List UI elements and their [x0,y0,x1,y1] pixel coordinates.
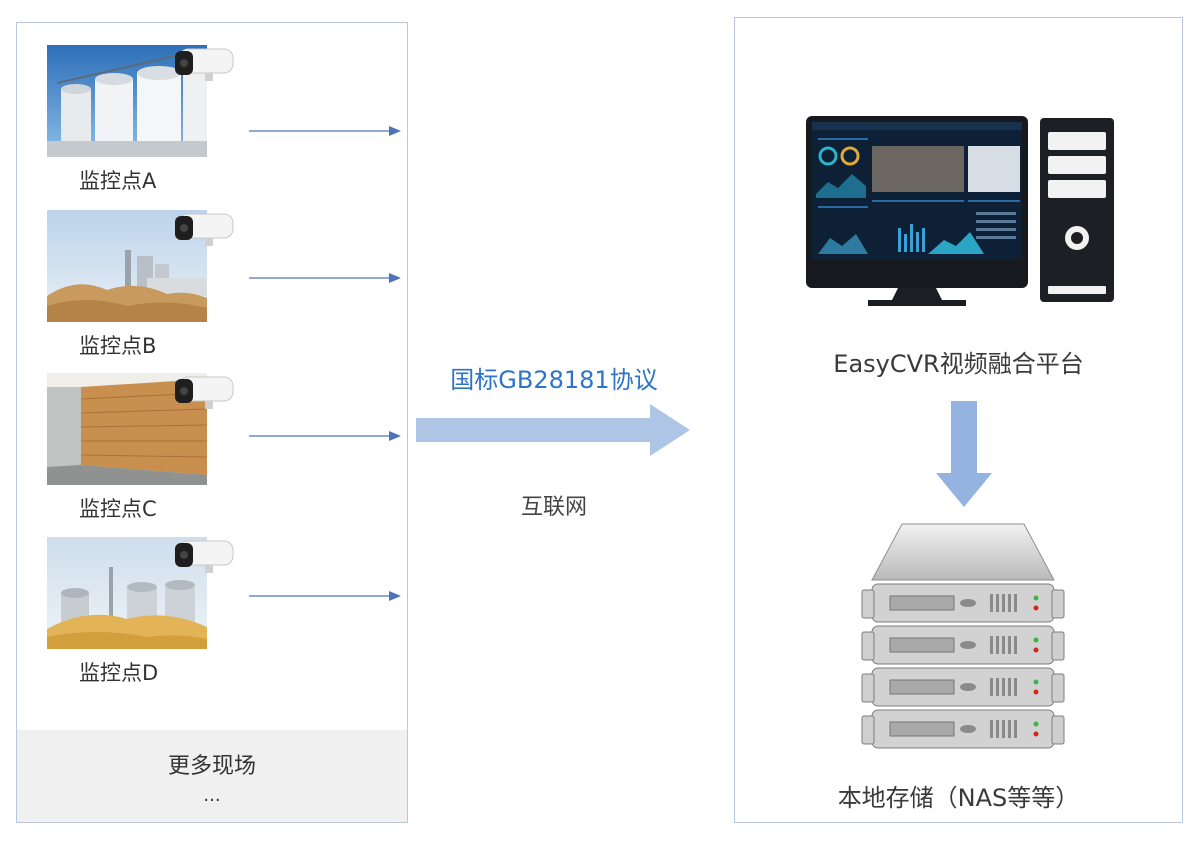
site-a: 监控点A [47,45,237,193]
network-label: 互联网 [520,495,587,520]
site-c: 监控点C [47,373,237,521]
computer-icon [806,116,1114,306]
server-icon [861,523,1065,749]
platform-label: EasyCVR视频融合平台 [833,350,1084,378]
site-b-label: 监控点B [79,334,157,358]
site-d-connector-arrow [249,591,401,601]
more-sites-box: 更多现场 ... [17,730,407,822]
transmission-arrow [416,404,690,456]
site-c-connector-arrow [249,431,401,441]
site-a-connector-arrow [249,126,401,136]
site-d-label: 监控点D [79,661,159,685]
more-sites-ellipsis: ... [203,785,221,806]
protocol-label: 国标GB28181协议 [450,366,658,394]
camera-icon [175,376,234,409]
camera-icon [175,48,234,81]
site-a-label: 监控点A [79,169,157,193]
monitoring-sites-panel: 监控点A 监控点B [16,22,408,823]
camera-icon [175,540,234,573]
site-b: 监控点B [47,210,237,358]
site-b-connector-arrow [249,273,401,283]
camera-icon [175,213,234,246]
site-d: 监控点D [47,537,237,685]
storage-flow-arrow [936,401,992,507]
site-c-label: 监控点C [79,497,157,521]
storage-label: 本地存储（NAS等等） [837,784,1080,812]
more-sites-title: 更多现场 [167,754,256,779]
